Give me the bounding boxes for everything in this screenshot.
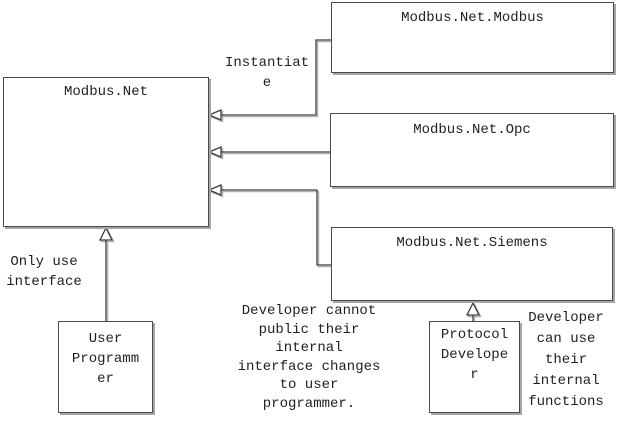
arrow-opc-to-core <box>207 146 330 158</box>
actor-box-protocol-developer: Protocol Develope r <box>429 321 520 413</box>
class-box-modbus-net-modbus: Modbus.Net.Modbus <box>331 2 614 73</box>
class-box-modbus-net-opc: Modbus.Net.Opc <box>330 113 614 187</box>
arrow-siemens-to-core <box>207 184 331 266</box>
annotation-developer-cannot-public: Developer cannot public their internal i… <box>237 303 381 412</box>
annotation-instantiate: Instantiat e <box>224 55 309 91</box>
class-box-modbus-net-siemens: Modbus.Net.Siemens <box>331 227 613 301</box>
arrow-modbus-to-core <box>207 39 331 121</box>
actor-box-user-programmer: User Programm er <box>58 321 153 413</box>
arrow-protocol-developer-to-siemens <box>465 301 481 321</box>
class-box-modbus-net: Modbus.Net <box>3 77 209 227</box>
annotation-only-use-interface: Only use interface <box>6 254 82 290</box>
arrow-user-programmer-to-core <box>98 226 114 321</box>
annotation-developer-can-use: Developer can use their internal functio… <box>528 310 604 410</box>
